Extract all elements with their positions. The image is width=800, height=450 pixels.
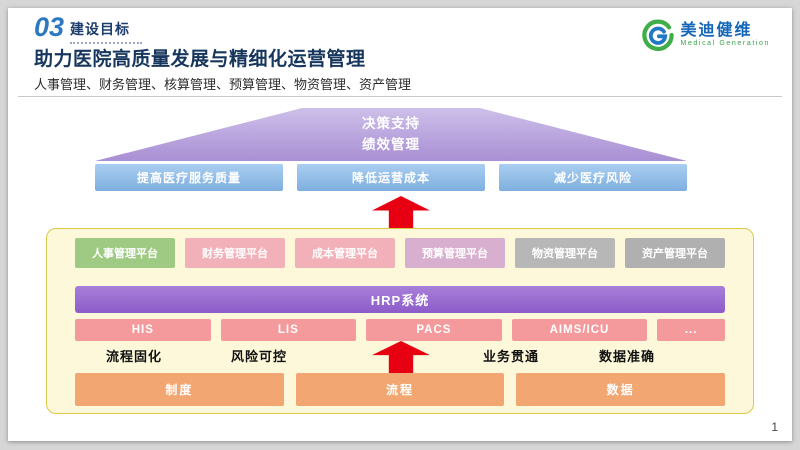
section-number: 03 — [34, 12, 65, 42]
system-box-ellipsis: ... — [657, 319, 726, 341]
section-label-wrap: 建设目标 — [70, 14, 143, 44]
systems-row: HIS LIS PACS AIMS/ICU ... — [75, 319, 726, 341]
platforms-row: 人事管理平台 财务管理平台 成本管理平台 预算管理平台 物资管理平台 资产管理平… — [75, 238, 725, 268]
system-box-pacs: PACS — [366, 319, 502, 341]
outcome-box-quality: 提高医疗服务质量 — [95, 164, 283, 191]
foundation-box-process: 流程 — [295, 373, 505, 406]
page-title: 助力医院高质量发展与精细化运营管理 — [34, 49, 366, 70]
platform-box-hr: 人事管理平台 — [75, 238, 175, 268]
section-header: 03 建设目标 — [34, 12, 143, 44]
platform-box-materials: 物资管理平台 — [515, 238, 615, 268]
platform-box-assets: 资产管理平台 — [625, 238, 725, 268]
outcomes-row: 提高医疗服务质量 降低运营成本 减少医疗风险 — [95, 164, 687, 191]
up-arrow-icon — [372, 341, 430, 373]
platform-box-budget: 预算管理平台 — [405, 238, 505, 268]
header-divider — [18, 96, 782, 97]
hrp-system-bar: HRP系统 — [75, 286, 725, 313]
logo-icon — [641, 19, 674, 51]
section-label: 建设目标 — [70, 21, 131, 37]
foundation-box-rules: 制度 — [75, 373, 284, 406]
system-box-his: HIS — [75, 319, 211, 341]
benefit-risk-controllable: 风险可控 — [231, 349, 288, 364]
logo-tagline: Medical Generation — [680, 39, 770, 47]
outcome-box-cost: 降低运营成本 — [297, 164, 485, 191]
outcome-box-risk: 减少医疗风险 — [499, 164, 687, 191]
slide: 03 建设目标 美迪健维 Medical Generation 助力医院高质量发… — [8, 8, 792, 441]
up-arrow-icon — [372, 196, 430, 229]
logo-name: 美迪健维 — [680, 22, 753, 40]
page-subtitle: 人事管理、财务管理、核算管理、预算管理、物资管理、资产管理 — [34, 77, 412, 92]
benefit-data-accurate: 数据准确 — [599, 349, 656, 364]
apex-line-1: 决策支持 — [362, 116, 420, 132]
page-number: 1 — [771, 420, 778, 434]
logo: 美迪健维 Medical Generation — [641, 18, 771, 52]
foundations-row: 制度 流程 数据 — [75, 373, 726, 406]
logo-text: 美迪健维 Medical Generation — [681, 22, 771, 47]
dotted-underline — [70, 42, 143, 44]
apex-line-2: 绩效管理 — [362, 136, 420, 152]
system-box-aims-icu: AIMS/ICU — [511, 319, 648, 341]
platform-box-finance: 财务管理平台 — [185, 238, 285, 268]
platform-box-cost: 成本管理平台 — [295, 238, 395, 268]
benefit-business-connected: 业务贯通 — [483, 349, 540, 364]
benefit-process-fixed: 流程固化 — [106, 349, 163, 364]
platform-container: 人事管理平台 财务管理平台 成本管理平台 预算管理平台 物资管理平台 资产管理平… — [46, 228, 754, 414]
decision-apex-trapezoid: 决策支持 绩效管理 — [95, 108, 687, 161]
foundation-box-data: 数据 — [516, 373, 726, 406]
system-box-lis: LIS — [220, 319, 357, 341]
